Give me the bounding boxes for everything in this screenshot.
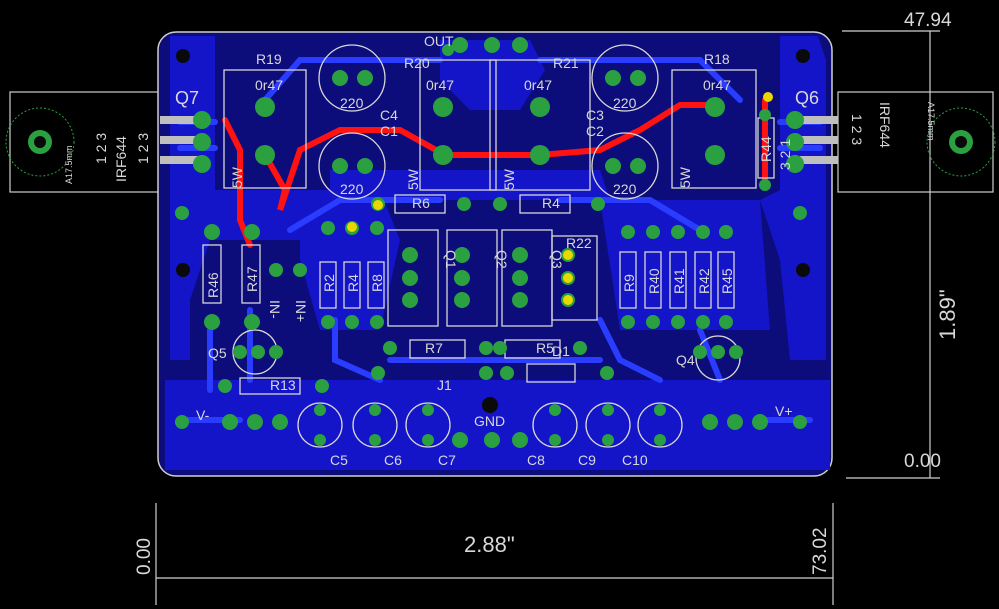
dim-width: 2.88" bbox=[464, 532, 515, 557]
label-j1: J1 bbox=[437, 377, 452, 393]
label-heatsink-left: A17.5mm bbox=[64, 145, 74, 184]
label-r6: R6 bbox=[412, 195, 430, 211]
label-irf644-right: IRF644 bbox=[877, 102, 893, 148]
label-r19: R19 bbox=[256, 51, 282, 67]
dimension-lines bbox=[155, 30, 940, 605]
label-0r47-d: 0r47 bbox=[703, 77, 731, 93]
label-r42: R42 bbox=[696, 268, 712, 294]
label-c9: C9 bbox=[578, 452, 596, 468]
label-r18: R18 bbox=[704, 51, 730, 67]
label-r13: R13 bbox=[270, 377, 296, 393]
label-pins-right-top: 1 2 3 bbox=[849, 114, 865, 145]
label-0r47-c: 0r47 bbox=[524, 77, 552, 93]
label-c7: C7 bbox=[438, 452, 456, 468]
label-c1: C1 bbox=[380, 123, 398, 139]
label-c8: C8 bbox=[527, 452, 545, 468]
label-r41: R41 bbox=[671, 268, 687, 294]
label-r5: R5 bbox=[536, 340, 554, 356]
label-d1: D1 bbox=[552, 343, 570, 359]
label-r4b: R4 bbox=[345, 274, 361, 292]
label-q5: Q5 bbox=[208, 345, 227, 361]
label-r4: R4 bbox=[542, 195, 560, 211]
label-q2: Q2 bbox=[494, 250, 510, 269]
label-r2: R2 bbox=[321, 274, 337, 292]
label-5w-a: 5W bbox=[229, 166, 245, 188]
dimension-text: 47.94 0.00 1.89" 2.88" 0.00 73.02 bbox=[134, 10, 960, 575]
label-220-c: 220 bbox=[340, 181, 364, 197]
dim-top-right: 47.94 bbox=[904, 10, 952, 31]
label-q1: Q1 bbox=[443, 250, 459, 269]
dim-right-zero: 0.00 bbox=[904, 451, 941, 472]
label-0r47-a: 0r47 bbox=[255, 77, 283, 93]
label-heatsink-right: A17.5mm bbox=[926, 102, 936, 141]
component-labels: Q7 Q6 OUT GND V- V+ J1 IN- IN+ IRF644 IR… bbox=[64, 33, 936, 468]
label-r20: R20 bbox=[404, 55, 430, 71]
label-220-b: 220 bbox=[613, 95, 637, 111]
label-r9: R9 bbox=[621, 274, 637, 292]
label-irf644-left: IRF644 bbox=[113, 136, 129, 182]
heatsink-right bbox=[837, 91, 996, 193]
label-c10: C10 bbox=[622, 452, 648, 468]
label-5w-b: 5W bbox=[405, 168, 421, 190]
label-out: OUT bbox=[424, 33, 454, 49]
label-c4: C4 bbox=[380, 107, 398, 123]
label-pins-left-bottom: 1 2 3 bbox=[93, 133, 109, 164]
label-r21: R21 bbox=[553, 55, 579, 71]
label-220-d: 220 bbox=[613, 181, 637, 197]
board-outline bbox=[157, 31, 833, 477]
label-gnd: GND bbox=[474, 413, 505, 429]
label-pins-left-top: 1 2 3 bbox=[135, 133, 151, 164]
label-q6: Q6 bbox=[795, 88, 819, 108]
label-r44: R44 bbox=[758, 136, 774, 162]
label-c3: C3 bbox=[586, 107, 604, 123]
drill-holes bbox=[176, 49, 810, 413]
label-c6: C6 bbox=[384, 452, 402, 468]
yellow-vias bbox=[347, 92, 773, 305]
label-pins-right-bottom: 3 2 1 bbox=[777, 139, 793, 170]
label-c5: C5 bbox=[330, 452, 348, 468]
pads bbox=[175, 37, 807, 448]
label-r22: R22 bbox=[566, 235, 592, 251]
label-r7: R7 bbox=[425, 340, 443, 356]
label-in-plus: IN+ bbox=[293, 300, 309, 322]
label-5w-d: 5W bbox=[677, 166, 693, 188]
dim-bottom-right: 73.02 bbox=[810, 527, 831, 575]
label-r46: R46 bbox=[205, 272, 221, 298]
label-5w-c: 5W bbox=[501, 168, 517, 190]
label-220-a: 220 bbox=[340, 95, 364, 111]
label-q7: Q7 bbox=[175, 88, 199, 108]
label-r8: R8 bbox=[369, 274, 385, 292]
label-v-minus: V- bbox=[196, 407, 210, 423]
label-in-minus: IN- bbox=[267, 300, 283, 319]
label-q3: Q3 bbox=[549, 250, 565, 269]
label-c2: C2 bbox=[586, 123, 604, 139]
power-transistor-leads bbox=[160, 116, 838, 164]
label-q4: Q4 bbox=[676, 352, 695, 368]
label-r45: R45 bbox=[719, 268, 735, 294]
label-v-plus: V+ bbox=[775, 403, 793, 419]
label-r47: R47 bbox=[244, 266, 260, 292]
dim-height: 1.89" bbox=[935, 289, 960, 340]
label-r40: R40 bbox=[646, 268, 662, 294]
label-0r47-b: 0r47 bbox=[426, 77, 454, 93]
dim-left-zero: 0.00 bbox=[134, 538, 155, 575]
